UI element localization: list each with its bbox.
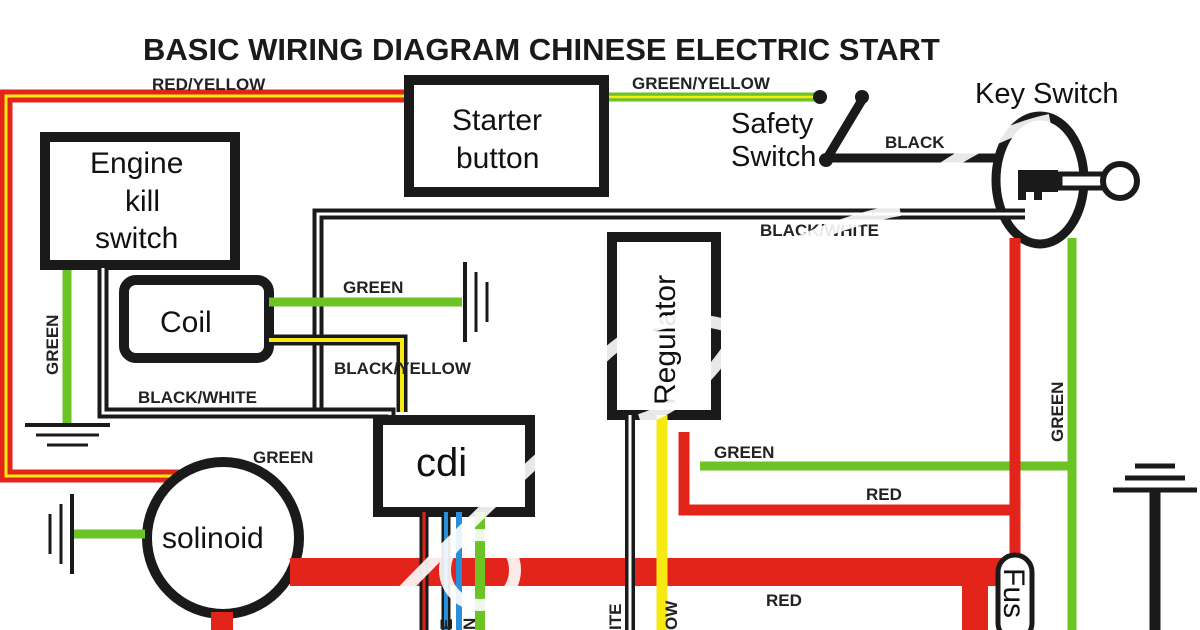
regulator-label: Regulator — [649, 275, 682, 405]
cdi-label: cdi — [416, 441, 467, 485]
label-green-right: GREEN — [1048, 382, 1067, 442]
cdi-box: cdi — [373, 415, 535, 517]
solinoid-symbol: solinoid — [142, 457, 304, 619]
label-partial-n: N — [460, 618, 479, 630]
red-wire-main — [290, 558, 1015, 586]
fuse-label: Fus — [997, 568, 1030, 618]
ground-symbol-kill — [25, 423, 110, 447]
key-switch-label: Key Switch — [975, 78, 1118, 110]
label-green-regulator: GREEN — [714, 443, 774, 462]
watermark-overlay — [375, 114, 1052, 620]
coil-label: Coil — [160, 306, 212, 339]
label-green-coil: GREEN — [343, 278, 403, 297]
safety-switch-label-2: Switch — [731, 141, 816, 173]
coil-box: Coil — [119, 275, 274, 363]
regulator-output-wires — [625, 415, 668, 630]
kill-switch-label-1: Engine — [90, 147, 183, 180]
label-green-solinoid: GREEN — [253, 448, 313, 467]
ground-symbol-coil — [463, 262, 489, 342]
starter-button-box: Starter button — [404, 75, 609, 197]
label-green-kill: GREEN — [43, 315, 62, 375]
label-red-yellow: RED/YELLOW — [152, 75, 266, 94]
starter-button-label-2: button — [456, 142, 539, 175]
label-black-white-left: BLACK/WHITE — [138, 388, 257, 407]
label-partial-e: E — [437, 619, 456, 630]
label-red-mid: RED — [866, 485, 902, 504]
label-partial-ite: ITE — [606, 604, 625, 630]
starter-button-label-1: Starter — [452, 104, 542, 137]
label-partial-ow: OW — [662, 600, 681, 630]
safety-switch-label-1: Safety — [731, 108, 814, 140]
black-yellow-wire — [269, 334, 408, 412]
ground-symbol-right — [1113, 463, 1197, 630]
label-black-yellow: BLACK/YELLOW — [334, 359, 472, 378]
engine-kill-switch-box: Engine kill switch — [40, 132, 240, 270]
label-red-bottom: RED — [766, 591, 802, 610]
label-black: BLACK — [885, 133, 945, 152]
label-green-yellow: GREEN/YELLOW — [632, 74, 771, 93]
solinoid-label: solinoid — [162, 522, 264, 555]
kill-switch-label-3: switch — [95, 222, 178, 255]
fuse-symbol: Fus — [995, 552, 1035, 630]
kill-switch-label-2: kill — [125, 185, 160, 218]
ground-symbol-solinoid — [48, 494, 74, 574]
red-yellow-wire — [0, 89, 405, 483]
diagram-title: BASIC WIRING DIAGRAM CHINESE ELECTRIC ST… — [143, 32, 940, 67]
red-wire-regulator — [678, 432, 1015, 516]
